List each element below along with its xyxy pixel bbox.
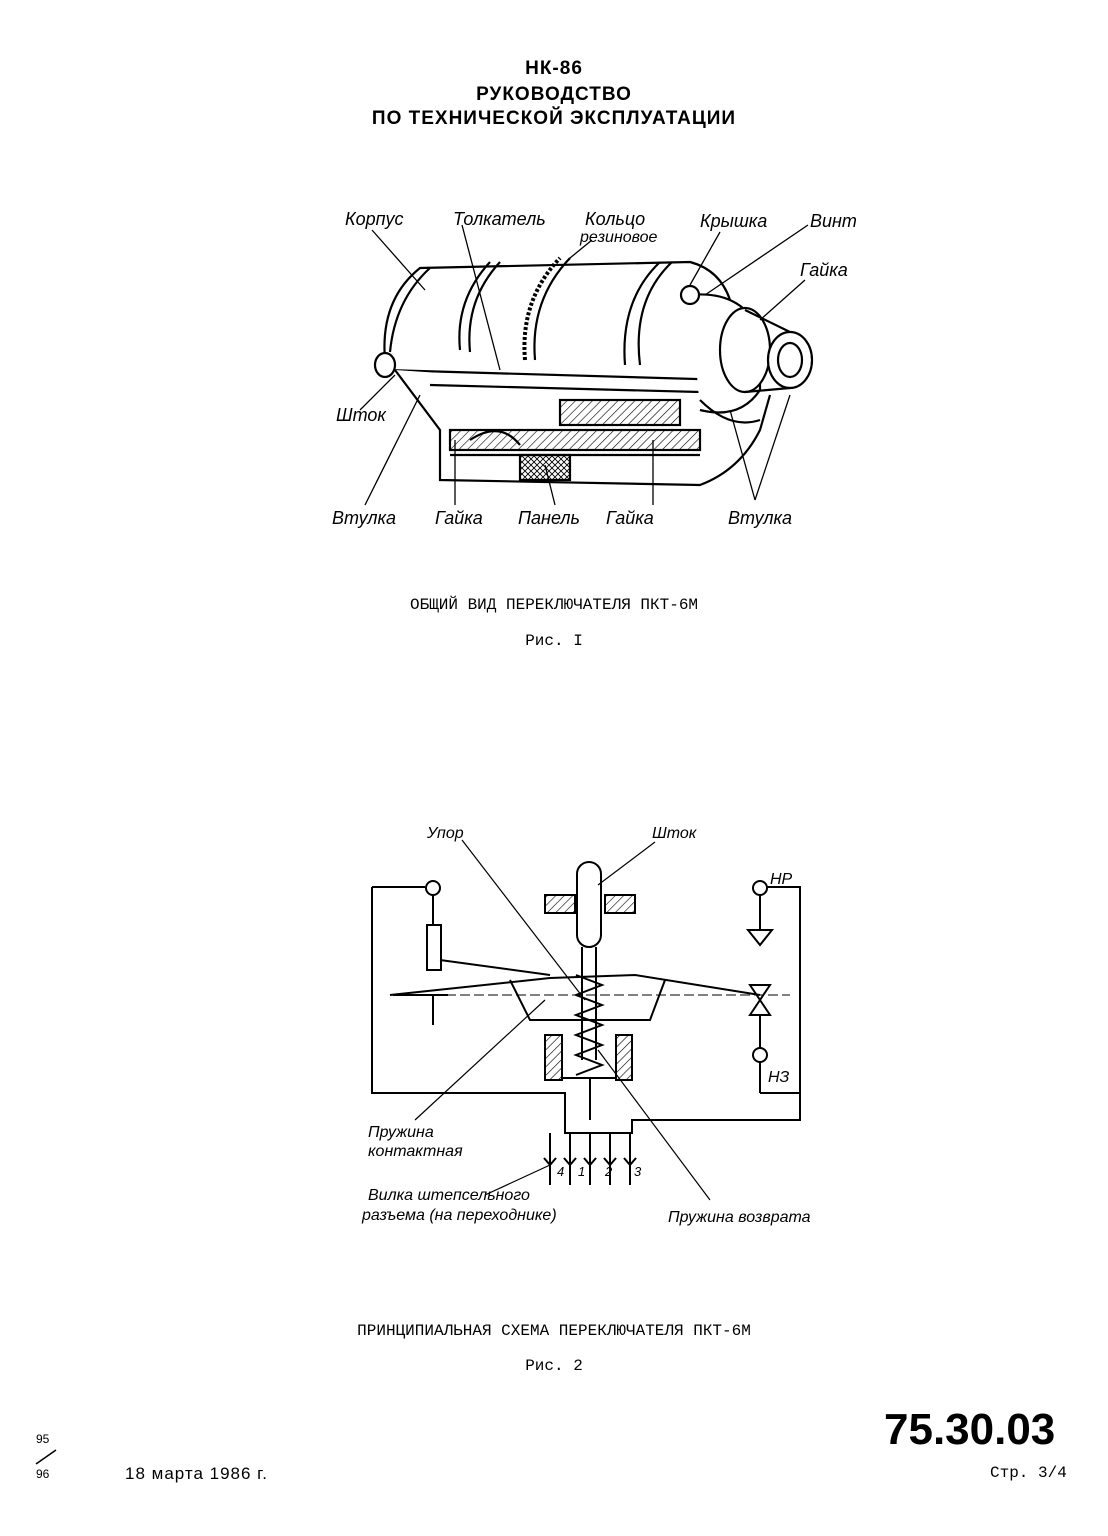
pin-3: 3 — [634, 1164, 642, 1179]
figure-2-caption: ПРИНЦИПИАЛЬНАЯ СХЕМА ПЕРЕКЛЮЧАТЕЛЯ ПКТ-6… — [357, 1322, 751, 1340]
label-pruzhina: Пружина — [368, 1124, 434, 1141]
label-panel: Панель — [518, 508, 580, 528]
label-koltso-rezinovoe: резиновое — [579, 229, 658, 246]
label-nz: НЗ — [768, 1069, 790, 1086]
label-gayka-2: Гайка — [606, 508, 654, 528]
page-number: Стр. 3/4 — [990, 1464, 1067, 1482]
label-shtok-2: Шток — [652, 825, 698, 842]
doc-code: 75.30.03 — [884, 1405, 1056, 1454]
label-vint: Винт — [810, 211, 857, 231]
figure-1-number: Рис. I — [525, 632, 583, 650]
label-kryshka: Крышка — [700, 211, 767, 231]
issue-date: 18 марта 1986 г. — [125, 1464, 269, 1483]
figure-1-caption: ОБЩИЙ ВИД ПЕРЕКЛЮЧАТЕЛЯ ПКТ-6М — [409, 596, 699, 614]
label-korpus: Корпус — [345, 209, 404, 229]
label-vtulka-right: Втулка — [728, 508, 792, 528]
figure-2-number: Рис. 2 — [525, 1357, 583, 1375]
label-shtok: Шток — [336, 405, 387, 425]
pin-4: 4 — [557, 1164, 564, 1179]
pin-2: 2 — [604, 1164, 613, 1179]
figure-2-schematic: Упор Шток НР НЗ Пружина контактная Вилка… — [361, 825, 811, 1226]
revision-slash — [35, 1449, 57, 1465]
doc-title: РУКОВОДСТВО — [476, 84, 632, 105]
pin-1: 1 — [578, 1164, 585, 1179]
label-tolkatel: Толкатель — [453, 209, 546, 229]
label-vilka: Вилка штепсельного — [368, 1187, 530, 1204]
label-gayka-top: Гайка — [800, 260, 848, 280]
label-koltso: Кольцо — [585, 209, 645, 229]
label-gayka-1: Гайка — [435, 508, 483, 528]
switch-body — [373, 256, 814, 487]
revision-bottom: 96 — [36, 1467, 50, 1481]
label-vtulka-left: Втулка — [332, 508, 396, 528]
figure-1-drawing: Корпус Толкатель Кольцо резиновое Крышка… — [332, 209, 857, 528]
figure-1-leaders — [359, 224, 809, 506]
label-razema: разъема (на переходнике) — [361, 1207, 557, 1224]
label-kontaktnaya: контактная — [368, 1143, 463, 1160]
label-pruzhina-vozvrata: Пружина возврата — [668, 1209, 811, 1226]
label-np: НР — [770, 871, 793, 888]
doc-subtitle: ПО ТЕХНИЧЕСКОЙ ЭКСПЛУАТАЦИИ — [371, 108, 737, 129]
label-upor: Упор — [426, 825, 464, 842]
revision-top: 95 — [36, 1432, 50, 1446]
doc-series: НК-86 — [525, 58, 583, 79]
